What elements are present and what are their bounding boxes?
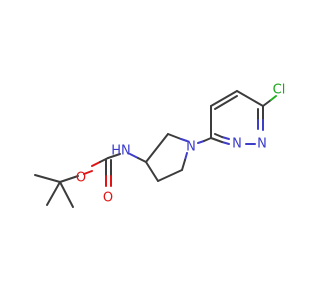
bond-o-tbu — [83, 170, 93, 175]
bond-pyr-n-c5 — [184, 152, 188, 161]
atom-label-n-pyrrolidine: N — [186, 140, 196, 155]
bond-nh-c3 — [129, 153, 139, 159]
bond-pyr-c5-c4 — [157, 169, 183, 182]
bond-c6-cl — [262, 99, 272, 107]
bond-ring-n2-c3-inner-b — [214, 133, 223, 138]
atom-label-n-ring-2: N — [232, 137, 242, 152]
bond-tbu-me1 — [34, 174, 61, 183]
bond-ring-n2-c3-inner — [221, 136, 230, 140]
bond-tbu-o — [59, 175, 79, 183]
structure-canvas: O O HN N N N Cl — [34, 83, 286, 208]
atom-label-nh: HN — [111, 144, 131, 159]
bond-nh-c3-b — [137, 157, 147, 163]
bond-ring-c5-c6 — [236, 90, 264, 107]
atom-label-n-ring-1: N — [257, 137, 267, 152]
bond-n-pyridazine — [197, 140, 205, 144]
molecule-structure: O O HN N N N Cl — [34, 83, 286, 208]
bond-tbu-me3 — [59, 181, 74, 208]
bond-n-pyridazine-b — [203, 137, 212, 142]
atom-label-o-carbonyl: O — [103, 191, 113, 206]
bond-c6-cl-b — [270, 95, 277, 101]
bond-pyr-n-c5-b — [181, 159, 186, 171]
atom-label-o-ester: O — [76, 171, 86, 186]
atom-label-cl: Cl — [273, 83, 286, 98]
bond-c-nh — [107, 153, 121, 159]
bond-ring-c4-c5 — [210, 90, 238, 107]
bond-pyr-c2-n — [167, 133, 182, 140]
bond-o-carbonyl-c — [91, 161, 101, 167]
bond-ring-n2-c3-b — [210, 137, 223, 143]
bond-tbu-me2 — [46, 181, 61, 206]
bond-pyr-c2-n-b — [180, 138, 188, 142]
bond-pyr-c4-c3 — [145, 161, 159, 182]
bond-ring-n2-c3 — [221, 141, 230, 145]
bond-o-carbonyl-c-b — [99, 157, 109, 163]
bond-ring-c4-c5-inner — [214, 95, 238, 110]
bond-pyr-c3-c2 — [145, 133, 169, 163]
